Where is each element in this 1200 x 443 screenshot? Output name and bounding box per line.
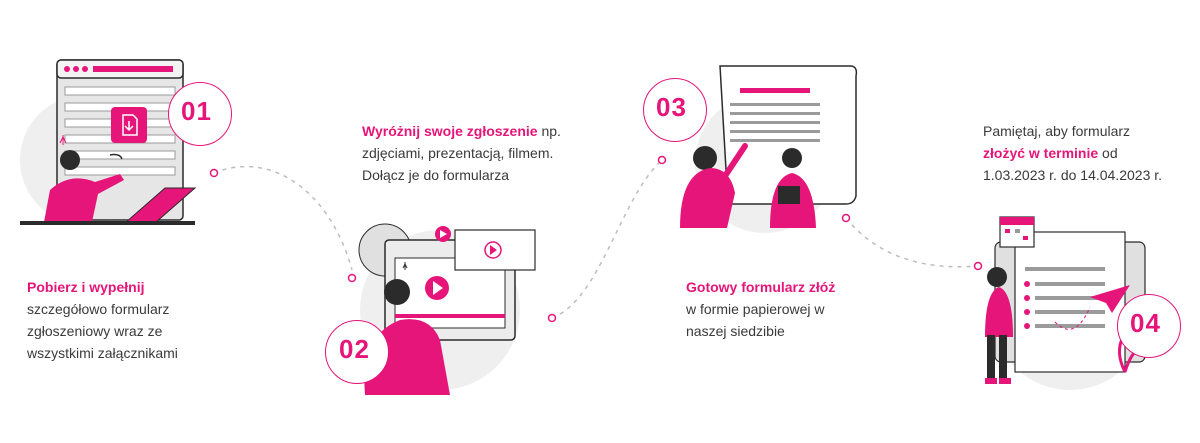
step-3-line-1: w formie papierowej w [686, 301, 825, 317]
step-1-line-1: szczegółowo formularz [27, 301, 170, 317]
step-1-highlight: Pobierz i wypełnij [27, 279, 145, 295]
step-1-number-badge [168, 82, 232, 146]
step-1-line-3: wszystkimi załącznikami [27, 345, 178, 361]
step-1-description: Pobierz i wypełnij szczegółowo formularz… [27, 276, 227, 364]
step-2-line-1: zdjęciami, prezentacją, filmem. [362, 145, 554, 161]
step-2-tail: np. [537, 123, 561, 139]
step-2-highlight: Wyróżnij swoje zgłoszenie [362, 123, 538, 139]
step-1-line-2: zgłoszeniowy wraz ze [27, 323, 163, 339]
step-4-number: 04 [1130, 308, 1161, 338]
video-presentation-illustration [358, 223, 536, 395]
step-3-highlight: Gotowy formularz złóż [686, 279, 836, 295]
step-3-number-badge [643, 78, 707, 142]
paper-document-illustration [680, 65, 858, 233]
step-3-line-2: naszej siedzibie [686, 323, 785, 339]
step-2-number-badge [325, 320, 389, 384]
step-4-tail: od [1098, 145, 1118, 161]
step-2-number: 02 [339, 334, 370, 364]
step-4-number-badge [1117, 294, 1181, 358]
step-4-description: Pamiętaj, aby formularz złożyć w termini… [983, 120, 1193, 186]
step-2-description: Wyróżnij swoje zgłoszenie np. zdjęciami,… [362, 120, 602, 186]
step-3-description: Gotowy formularz złóż w formie papierowe… [686, 276, 886, 342]
step-3-number: 03 [656, 92, 687, 122]
step-2-line-2: Dołącz je do formularza [362, 167, 510, 183]
step-1-number: 01 [181, 96, 212, 126]
download-form-illustration [20, 59, 197, 225]
calendar-deadline-illustration [985, 216, 1148, 390]
step-4-intro: Pamiętaj, aby formularz [983, 123, 1131, 139]
step-4-highlight: złożyć w terminie [983, 145, 1099, 161]
step-4-line-1: 1.03.2023 r. do 14.04.2023 r. [983, 167, 1163, 183]
